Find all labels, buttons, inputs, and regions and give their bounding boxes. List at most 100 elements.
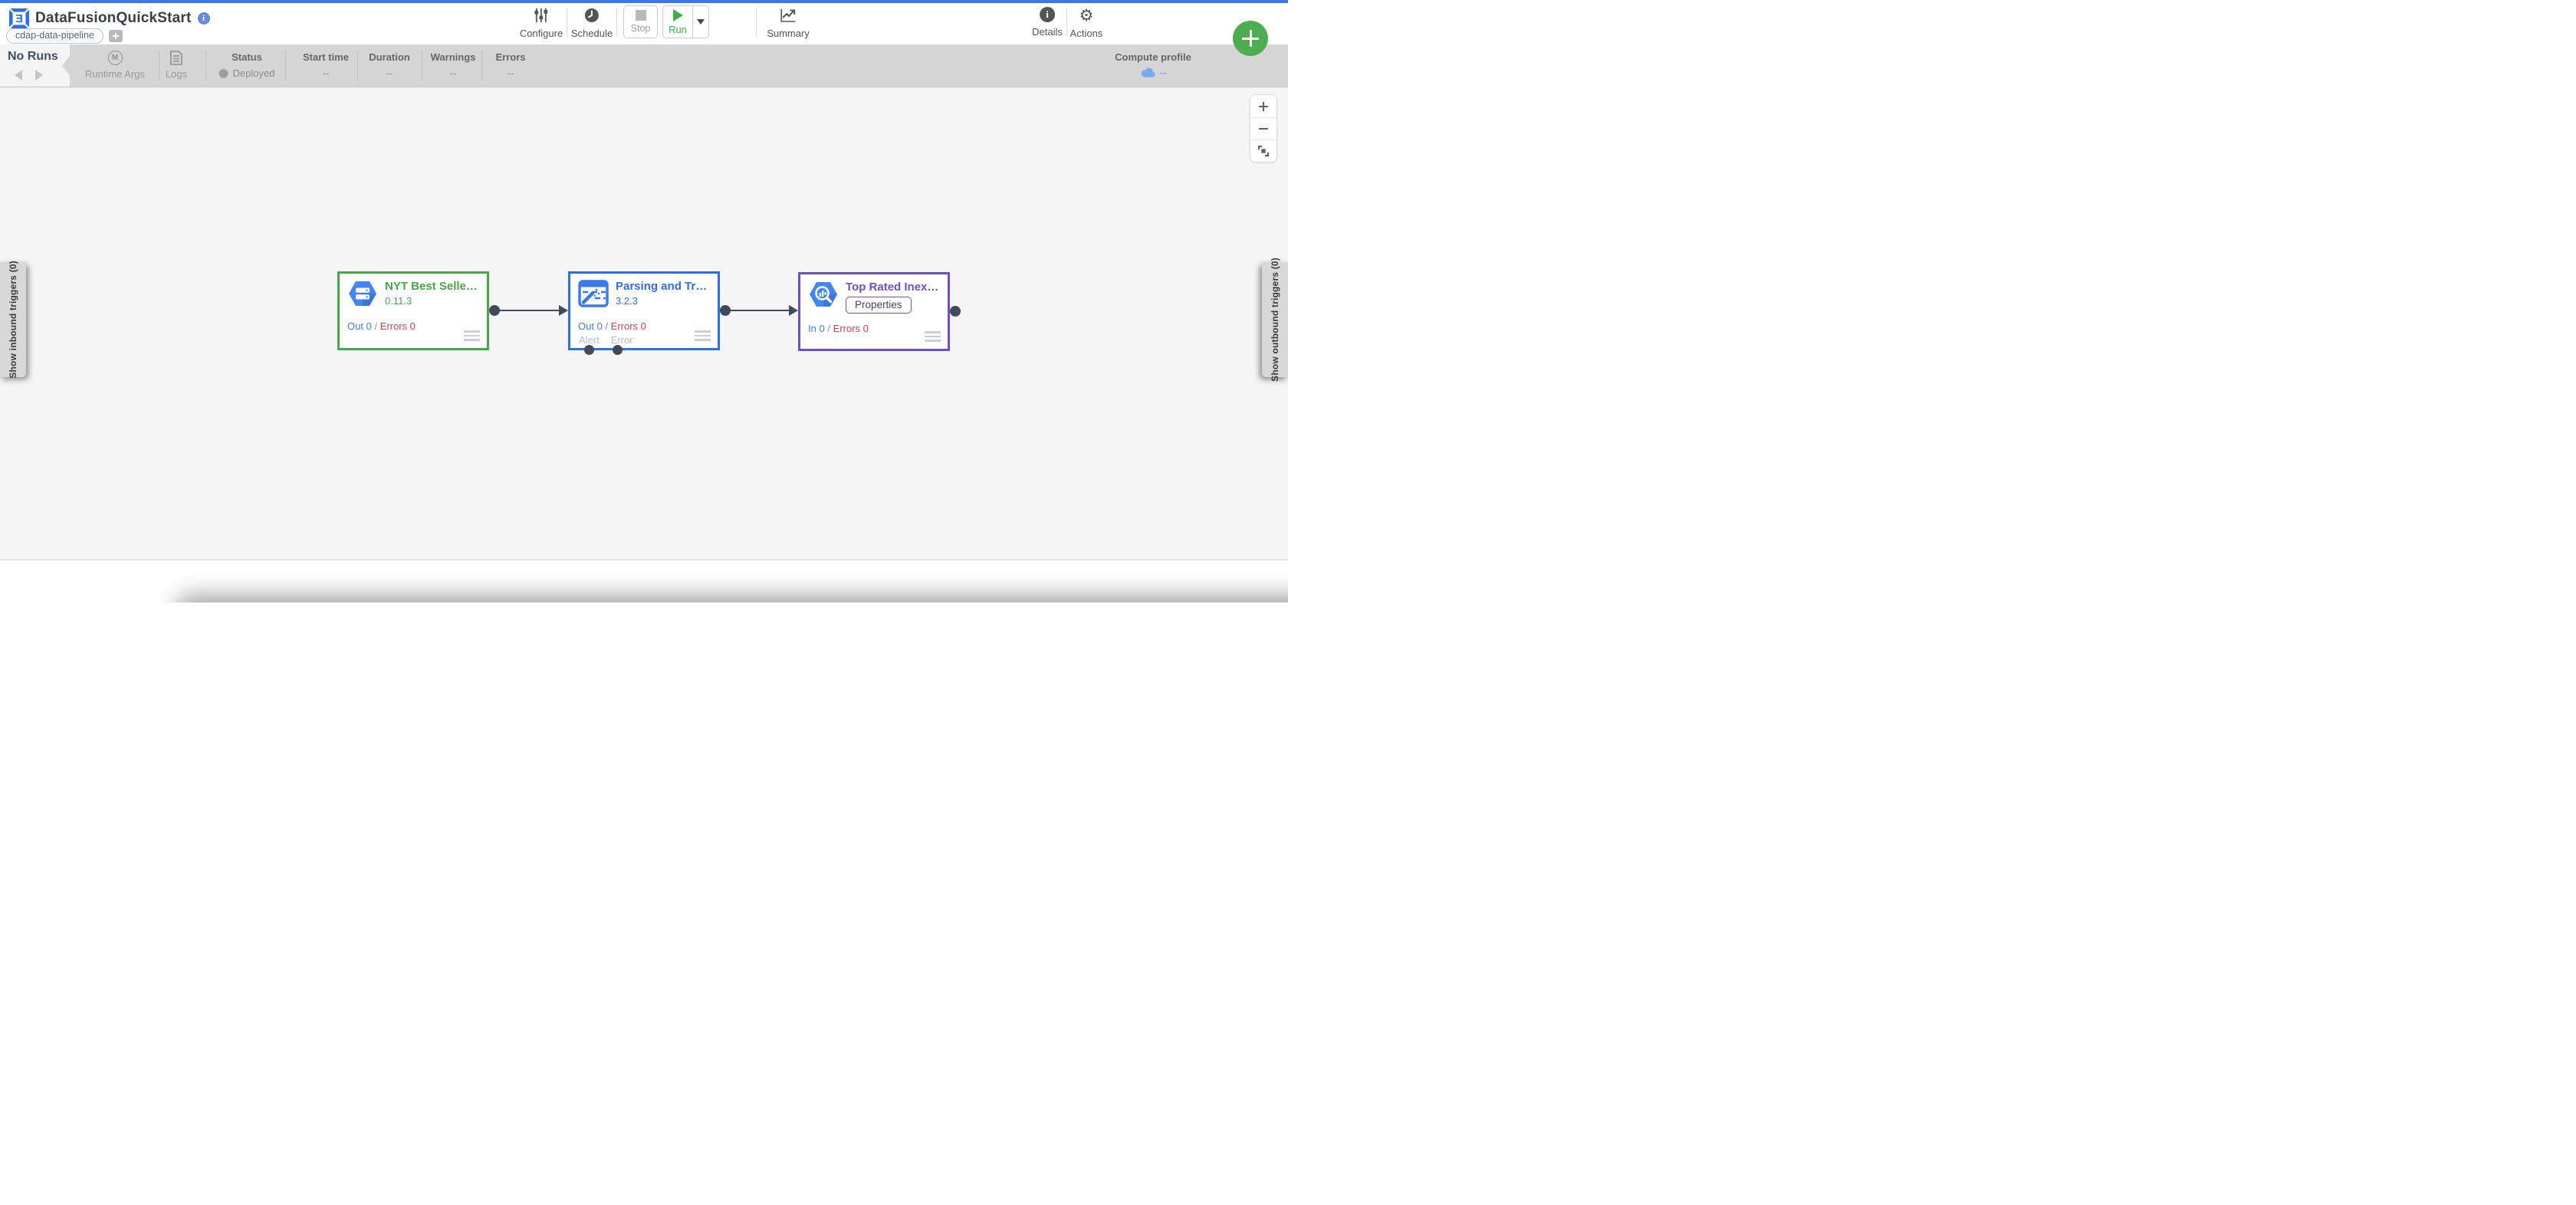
details-button[interactable]: i Details [1032,7,1063,38]
node2-output-port[interactable] [720,305,731,316]
node-top-rated-sink[interactable]: Top Rated Inex… Properties In 0 / Errors… [798,272,950,351]
zoom-in-button[interactable] [1250,95,1276,117]
top-accent-strip [0,0,1288,3]
plus-icon [1258,101,1269,112]
node2-error-port[interactable] [613,345,623,355]
errors-metric[interactable]: Errors 0 [833,323,869,334]
node-header: NYT Best Selle… 0.11.3 [347,280,478,307]
macro-m-icon: M [107,51,123,65]
details-label: Details [1032,26,1063,38]
actions-label: Actions [1070,28,1103,39]
runs-selector-notch [62,54,71,77]
cdap-logo-icon: Ǝ [9,8,29,28]
divider [357,51,358,81]
previous-run-arrow-icon[interactable] [15,70,22,80]
runtime-args-button[interactable]: M Runtime Args [85,51,145,80]
duration-label: Duration [369,51,410,63]
clock-icon [585,8,599,22]
connection-arrow-icon [559,305,568,316]
divider [1066,8,1067,36]
out-metric[interactable]: Out 0 [347,320,372,332]
caret-down-icon [697,19,705,25]
wrangler-wand-icon [578,280,609,307]
node-header: Top Rated Inex… Properties [808,281,938,314]
server-hexagon-icon [349,281,376,306]
minus-icon [1259,127,1268,130]
show-outbound-triggers-tab[interactable]: Show outbound triggers (0) [1262,258,1288,382]
show-inbound-triggers-tab[interactable]: Show inbound triggers (0) [0,261,26,379]
node-metrics: Out 0 / Errors 0 [578,320,646,332]
runs-selector: No Runs [0,44,70,87]
connection-line[interactable] [725,310,790,312]
inbound-triggers-label: Show inbound triggers (0) [8,261,18,379]
errors-metric[interactable]: Errors 0 [610,320,646,332]
status-value: Deployed [219,67,275,79]
node1-output-port[interactable] [489,305,500,316]
add-tag-button[interactable] [108,30,123,42]
page-title: DataFusionQuickStart [35,10,192,26]
start-time-value: -- [322,67,330,79]
node-version: 0.11.3 [385,295,412,307]
chart-trend-icon [780,9,795,22]
run-navigation [15,70,43,80]
compute-profile[interactable]: Compute profile -- [1115,51,1191,78]
duration-column: Duration -- [369,51,409,79]
document-icon [170,51,182,65]
out-metric[interactable]: Out 0 [578,320,603,332]
node-bottom-port-labels: Alert Error [579,334,633,346]
pipeline-canvas[interactable]: Show inbound triggers (0) Show outbound … [0,87,1288,560]
node-parsing-transform[interactable]: Parsing and Tr… 3.2.3 Out 0 / Errors 0 A… [568,271,720,350]
connection-line[interactable] [495,310,560,312]
run-options-dropdown[interactable] [692,6,708,38]
tune-sliders-icon [534,8,548,22]
runs-count-label: No Runs [8,50,58,63]
pipeline-info-icon[interactable]: i [197,12,210,25]
run-button[interactable]: Run [663,6,692,38]
header: Ǝ DataFusionQuickStart i cdap-data-pipel… [0,0,1288,44]
cloud-icon [1141,67,1155,77]
status-dot-icon [219,68,228,78]
logs-button[interactable]: Logs [166,51,187,80]
start-time-label: Start time [303,51,349,63]
next-run-arrow-icon[interactable] [35,70,43,80]
status-text: Deployed [232,67,275,79]
svg-text:Ǝ: Ǝ [15,13,23,25]
node2-alert-port[interactable] [584,345,594,355]
metric-separator: / [374,320,378,332]
fit-to-screen-button[interactable] [1250,140,1276,162]
divider [481,51,482,81]
node3-output-port[interactable] [950,306,961,317]
node-title-block: NYT Best Selle… 0.11.3 [385,280,478,307]
in-metric[interactable]: In 0 [808,323,825,334]
pipeline-tag-row: cdap-data-pipeline [6,28,123,44]
node-menu-icon[interactable] [464,330,480,341]
node-menu-icon[interactable] [695,330,711,341]
errors-metric[interactable]: Errors 0 [380,320,416,332]
fit-to-screen-icon [1257,145,1270,157]
add-entity-fab-button[interactable] [1233,21,1268,56]
actions-button[interactable]: ⚙ Actions [1070,7,1103,39]
node-nyt-best-sellers[interactable]: NYT Best Selle… 0.11.3 Out 0 / Errors 0 [337,271,489,350]
summary-button[interactable]: Summary [767,7,810,39]
configure-button[interactable]: Configure [520,7,563,39]
alert-port-label: Alert [579,334,600,346]
stop-button[interactable]: Stop [623,5,658,38]
properties-button[interactable]: Properties [846,297,912,314]
connection-arrow-icon [789,305,798,316]
divider [616,8,617,36]
schedule-button[interactable]: Schedule [571,7,613,39]
zoom-out-button[interactable] [1250,117,1276,140]
gear-icon: ⚙ [1079,6,1094,25]
errors-column: Errors -- [495,51,525,79]
node-header: Parsing and Tr… 3.2.3 [578,280,707,307]
runs-status-bar: No Runs M Runtime Args Logs Status Deplo… [0,44,1288,87]
errors-label: Errors [495,51,526,63]
node-menu-icon[interactable] [925,331,941,342]
divider [205,51,206,81]
canvas-zoom-controls [1250,94,1277,163]
pipeline-studio-app: Ǝ DataFusionQuickStart i cdap-data-pipel… [0,0,1288,602]
metric-separator: / [605,320,609,332]
divider [756,8,757,36]
compute-profile-label: Compute profile [1115,51,1191,63]
warnings-column: Warnings -- [431,51,476,79]
